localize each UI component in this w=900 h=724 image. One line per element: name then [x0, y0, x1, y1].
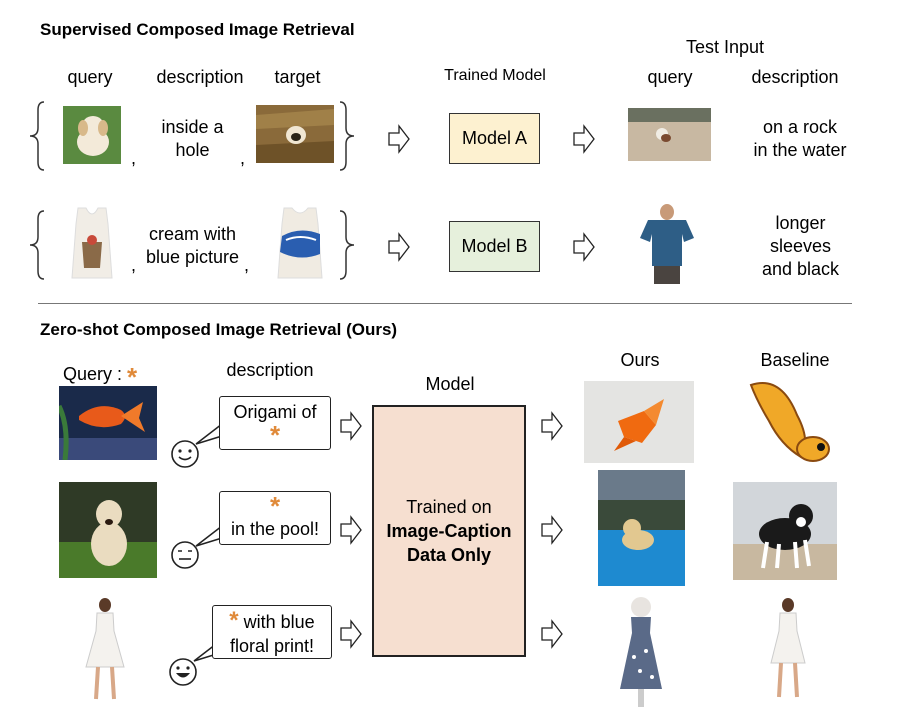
col-header-query: query — [67, 67, 113, 87]
model-text-line1: Trained on — [406, 497, 492, 517]
description-bubble-floral: * with blue floral print! — [212, 605, 332, 659]
model-b-box: Model B — [449, 221, 540, 272]
baseline-image-goldfish-illustration — [741, 375, 833, 467]
arrow-right-icon — [541, 411, 563, 441]
left-brace-icon — [29, 101, 45, 171]
ours-image-origami-goldfish — [584, 381, 694, 463]
model-a-box: Model A — [449, 113, 540, 164]
bubble3-line1: * with blue — [213, 609, 331, 634]
ours-image-floral-dress — [612, 597, 670, 707]
target-image-dog-in-hole — [256, 105, 334, 163]
grinning-face-icon — [169, 658, 197, 686]
star-placeholder-icon: * — [269, 420, 281, 450]
arrow-right-icon — [388, 232, 410, 262]
row2-test-line3: and black — [761, 259, 840, 279]
right-brace-icon — [339, 101, 355, 171]
row1-description: inside a hole — [145, 116, 240, 162]
neutral-face-icon — [171, 541, 199, 569]
trained-model-label: Trained Model — [444, 67, 546, 84]
section-title-zero-shot: Zero-shot Composed Image Retrieval (Ours… — [40, 320, 398, 339]
baseline-image-white-dress — [765, 597, 811, 701]
arrow-right-icon — [340, 619, 362, 649]
model-text-line2: Image-Caption — [386, 521, 512, 541]
row1-test-line2: in the water — [753, 140, 847, 160]
query-label-text: Query : — [63, 364, 123, 384]
query-image-white-dress — [80, 597, 130, 703]
query-image-cream-tank-top — [64, 206, 120, 280]
row2-test-line2: sleeves — [769, 236, 832, 256]
left-brace-icon — [29, 210, 45, 280]
model-text-line3: Data Only — [406, 545, 491, 565]
row2-desc-line2: blue picture — [145, 247, 240, 267]
bubble3-line1-text: with blue — [238, 612, 315, 632]
query-image-puppy — [63, 106, 121, 164]
star-placeholder-icon: * — [229, 607, 239, 634]
description-label: description — [226, 360, 314, 380]
speech-tail — [195, 525, 223, 547]
smiling-face-icon — [171, 440, 199, 468]
speech-tail — [195, 423, 223, 445]
row2-test-line1: longer — [775, 213, 826, 233]
arrow-right-icon — [541, 619, 563, 649]
star-placeholder-icon: * — [269, 491, 281, 521]
arrow-right-icon — [573, 124, 595, 154]
test-input-label: Test Input — [685, 37, 765, 57]
row2-desc-line1: cream with — [148, 224, 237, 244]
query-label: Query : * — [63, 356, 137, 392]
ours-label: Ours — [620, 350, 660, 370]
comma: , — [240, 148, 246, 168]
query-image-goldfish — [59, 386, 157, 460]
arrow-right-icon — [340, 411, 362, 441]
col-header-description: description — [156, 67, 244, 87]
comma: , — [131, 148, 137, 168]
test-query-image-puppy-running — [628, 108, 711, 161]
row2-description: cream with blue picture — [140, 223, 245, 269]
arrow-right-icon — [388, 124, 410, 154]
section-title-supervised: Supervised Composed Image Retrieval — [40, 20, 355, 39]
row2-test-description: longer sleeves and black — [748, 212, 853, 281]
right-brace-icon — [339, 210, 355, 280]
row1-test-line1: on a rock — [762, 117, 838, 137]
comma: , — [244, 255, 250, 275]
bubble1-line1: Origami of — [233, 402, 317, 422]
baseline-image-dog-on-beach — [733, 482, 837, 580]
test-query-image-blue-tshirt — [638, 204, 696, 284]
comma: , — [131, 255, 137, 275]
arrow-right-icon — [340, 515, 362, 545]
arrow-right-icon — [573, 232, 595, 262]
arrow-right-icon — [541, 515, 563, 545]
description-bubble-pool: * in the pool! — [219, 491, 331, 545]
test-col-query: query — [647, 67, 693, 87]
section-divider — [38, 303, 852, 304]
baseline-label: Baseline — [760, 350, 830, 370]
bubble2-line2: in the pool! — [230, 519, 320, 539]
star-placeholder-icon: * — [127, 362, 138, 392]
model-label: Model — [425, 374, 475, 394]
ours-image-dog-in-pool — [598, 470, 685, 586]
zero-shot-model-box: Trained on Image-Caption Data Only — [372, 405, 526, 657]
row1-test-description: on a rock in the water — [735, 116, 865, 162]
target-image-blue-picture-tank-top — [272, 206, 328, 280]
row1-desc-line2: hole — [175, 140, 210, 160]
bubble3-line2: floral print! — [229, 636, 315, 656]
description-bubble-origami: Origami of * — [219, 396, 331, 450]
col-header-target: target — [274, 67, 321, 87]
row1-desc-line1: inside a — [161, 117, 224, 137]
query-image-golden-retriever — [59, 482, 157, 578]
test-col-description: description — [751, 67, 839, 87]
